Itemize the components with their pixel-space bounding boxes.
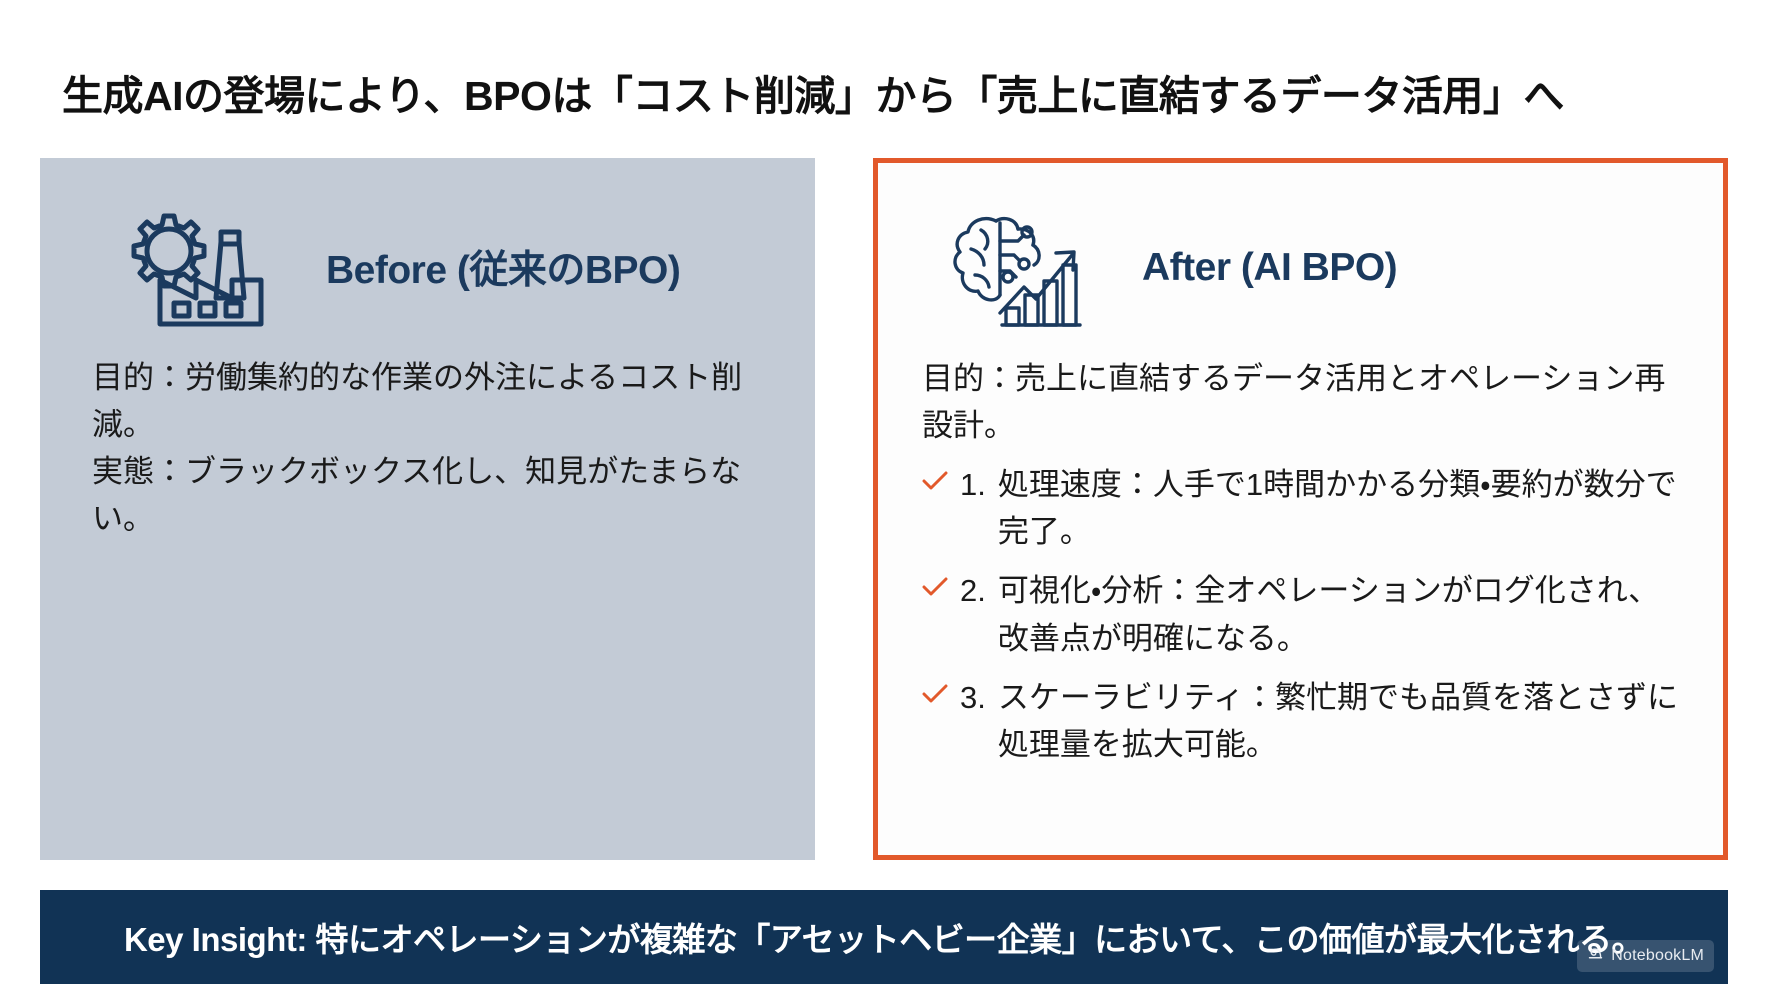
before-panel-header: Before (従来のBPO): [86, 202, 769, 332]
check-icon: [922, 471, 948, 491]
key-insight-bar: Key Insight: 特にオペレーションが複雑な「アセットヘビー企業」におい…: [40, 890, 1728, 984]
list-item-number: 1.: [960, 467, 986, 503]
after-panel-body: 目的：売上に直結するデータ活用とオペレーション再設計。 1. 処理速度：人手で1…: [918, 355, 1683, 768]
after-panel-title: After (AI BPO): [1142, 246, 1398, 289]
before-purpose-line: 目的：労働集約的な作業の外注によるコスト削減。: [92, 360, 743, 443]
list-item: 1. 処理速度：人手で1時間かかる分類・要約が数分で完了。: [922, 461, 1679, 555]
after-panel: After (AI BPO) 目的：売上に直結するデータ活用とオペレーション再設…: [873, 158, 1728, 860]
list-item-text: 可視化・分析：全オペレーションがログ化され、改善点が明確になる。: [997, 573, 1660, 656]
after-panel-header: After (AI BPO): [918, 203, 1683, 333]
before-panel-body: 目的：労働集約的な作業の外注によるコスト削減。 実態：ブラックボックス化し、知見…: [86, 354, 769, 542]
before-panel: Before (従来のBPO) 目的：労働集約的な作業の外注によるコスト削減。 …: [40, 158, 815, 860]
after-benefit-list: 1. 処理速度：人手で1時間かかる分類・要約が数分で完了。 2. 可視化・分析：…: [922, 461, 1679, 768]
list-item: 2. 可視化・分析：全オペレーションがログ化され、改善点が明確になる。: [922, 567, 1679, 661]
key-insight-text: Key Insight: 特にオペレーションが複雑な「アセットヘビー企業」におい…: [123, 921, 1645, 958]
after-purpose-line: 目的：売上に直結するデータ活用とオペレーション再設計。: [922, 361, 1666, 444]
notebooklm-watermark: NotebookLM: [1577, 940, 1714, 972]
factory-gear-icon: [120, 202, 270, 332]
list-item: 3. スケーラビリティ：繁忙期でも品質を落とさずに処理量を拡大可能。: [922, 674, 1679, 768]
list-item-text: 処理速度：人手で1時間かかる分類・要約が数分で完了。: [997, 467, 1677, 550]
list-item-number: 3.: [960, 679, 986, 715]
slide-title: 生成AIの登場により、BPOは「コスト削減」から「売上に直結するデータ活用」へ: [62, 73, 1564, 119]
list-item-number: 2.: [960, 573, 986, 609]
check-icon: [922, 577, 948, 597]
before-panel-title: Before (従来のBPO): [326, 249, 681, 292]
notebooklm-spiral-icon: [1587, 945, 1604, 967]
comparison-panels: Before (従来のBPO) 目的：労働集約的な作業の外注によるコスト削減。 …: [40, 158, 1728, 860]
list-item-text: スケーラビリティ：繁忙期でも品質を落とさずに処理量を拡大可能。: [997, 679, 1678, 762]
before-reality-line: 実態：ブラックボックス化し、知見がたまらない。: [92, 454, 742, 537]
check-icon: [922, 684, 948, 704]
notebooklm-label: NotebookLM: [1611, 947, 1704, 964]
brain-growth-chart-icon: [938, 203, 1088, 333]
